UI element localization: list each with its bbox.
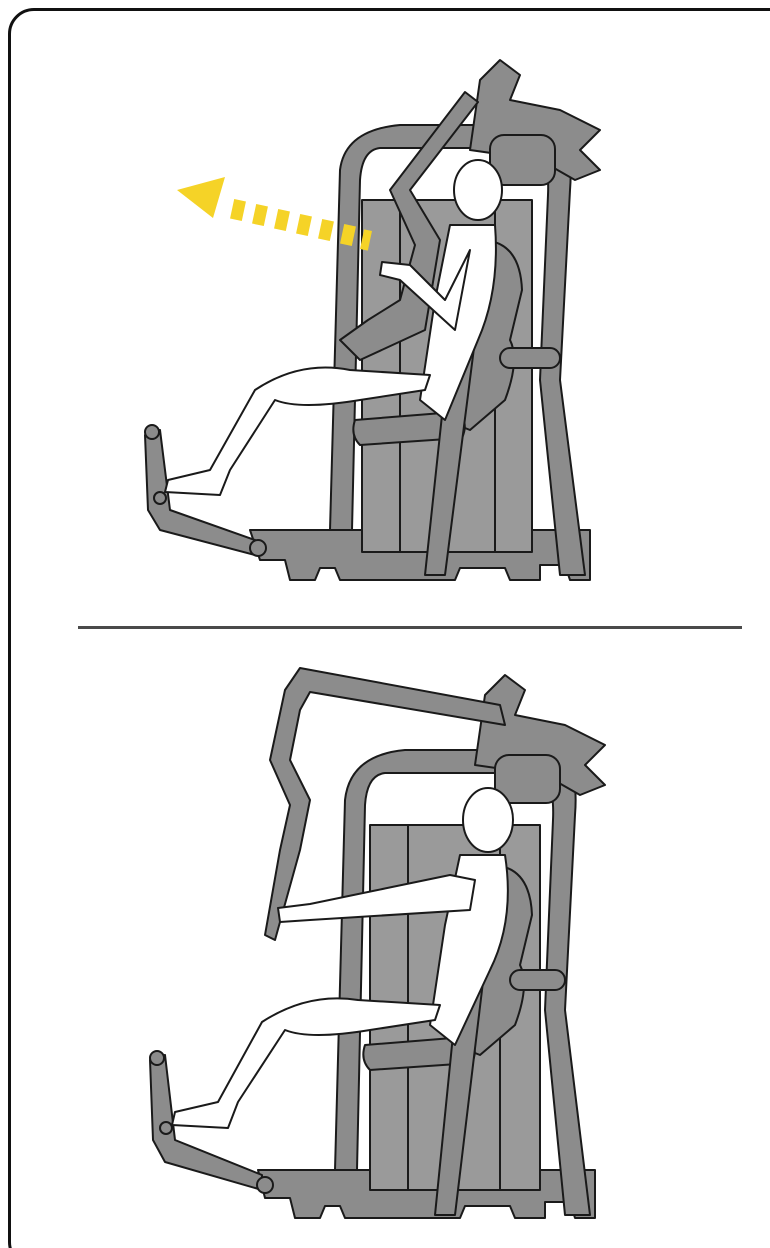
panel-end-position bbox=[0, 650, 770, 1248]
foot-bar-pivot bbox=[150, 1051, 164, 1065]
panel-divider bbox=[78, 626, 742, 629]
side-handle bbox=[500, 348, 560, 368]
person-head bbox=[463, 788, 513, 852]
foot-bar-hinge bbox=[257, 1177, 273, 1193]
machine-illustration-start bbox=[0, 40, 770, 600]
panel-start-position bbox=[0, 40, 770, 600]
foot-bar-pivot bbox=[145, 425, 159, 439]
foot-bar-hinge bbox=[250, 540, 266, 556]
person-head bbox=[454, 160, 502, 220]
machine-illustration-end bbox=[0, 650, 770, 1248]
side-handle bbox=[510, 970, 565, 990]
